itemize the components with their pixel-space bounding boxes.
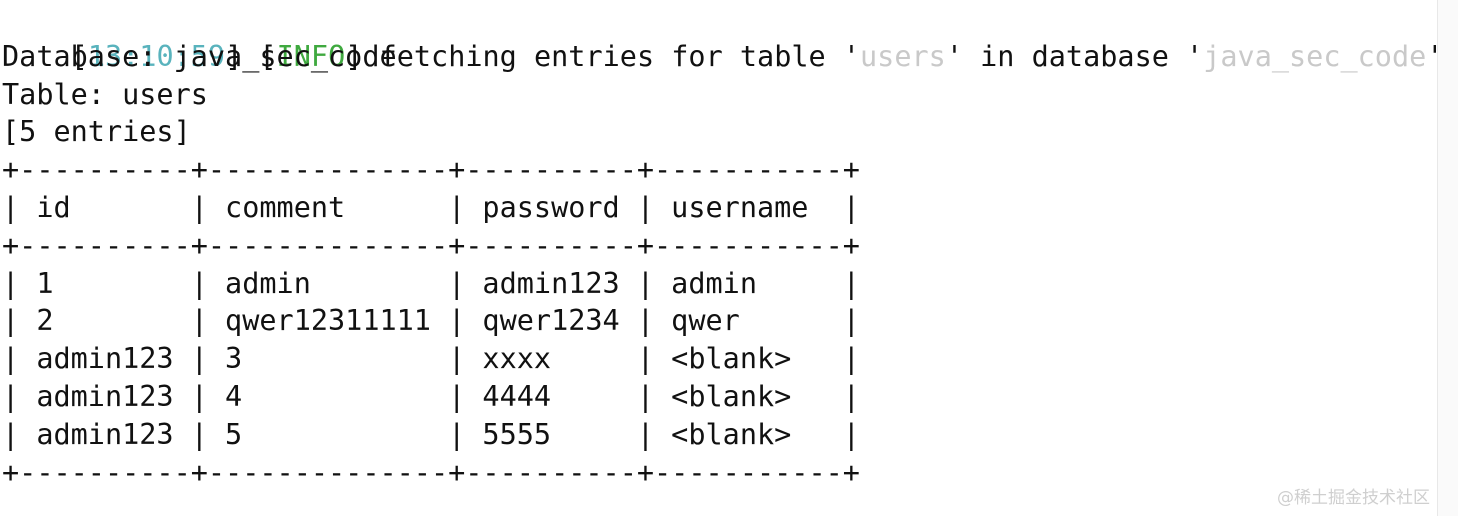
table-border-top: +----------+--------------+----------+--…	[2, 153, 860, 187]
table-row: | admin123 | 5 | 5555 | <blank> |	[2, 417, 860, 451]
log-level: INFO	[276, 39, 346, 73]
scrollbar-track[interactable]	[1437, 0, 1458, 516]
log-message-part2: in database	[962, 39, 1187, 73]
log-database-name: java_sec_code	[1203, 39, 1427, 73]
log-timestamp: 13:10:59	[87, 39, 226, 73]
table-border-bottom: +----------+--------------+----------+--…	[2, 455, 860, 489]
log-quote-close-db: '	[1426, 40, 1437, 73]
table-row: | 1 | admin | admin123 | admin |	[2, 266, 860, 300]
table-row: | admin123 | 3 | xxxx | <blank> |	[2, 342, 860, 376]
info-line-database: Database: java_sec_code	[2, 39, 397, 73]
log-bracket-open: [	[70, 39, 88, 73]
watermark: @稀土掘金技术社区	[1277, 488, 1430, 508]
ascii-table: +----------+--------------+----------+--…	[0, 151, 1437, 491]
table-row: | 2 | qwer12311111 | qwer1234 | qwer |	[2, 304, 860, 338]
log-level-bracket-close: ]	[345, 39, 380, 73]
log-quote-open-table: '	[842, 39, 861, 73]
log-table-name: users	[860, 39, 946, 73]
log-bracket-close: ]	[225, 39, 260, 73]
log-line-info: [13:10:59] [INFO] fetching entries for t…	[0, 0, 1437, 73]
log-message-part1: fetching entries for table	[379, 39, 843, 73]
log-quote-close-table: '	[945, 39, 963, 73]
table-row: | admin123 | 4 | 4444 | <blank> |	[2, 379, 860, 413]
log-level-bracket-open: [	[259, 39, 277, 73]
table-border-header: +----------+--------------+----------+--…	[2, 228, 860, 262]
info-line-table: Table: users	[2, 77, 208, 111]
table-header-row: | id | comment | password | username |	[2, 190, 860, 224]
log-quote-open-db: '	[1186, 39, 1204, 73]
info-line-entry-count: [5 entries]	[2, 115, 191, 149]
